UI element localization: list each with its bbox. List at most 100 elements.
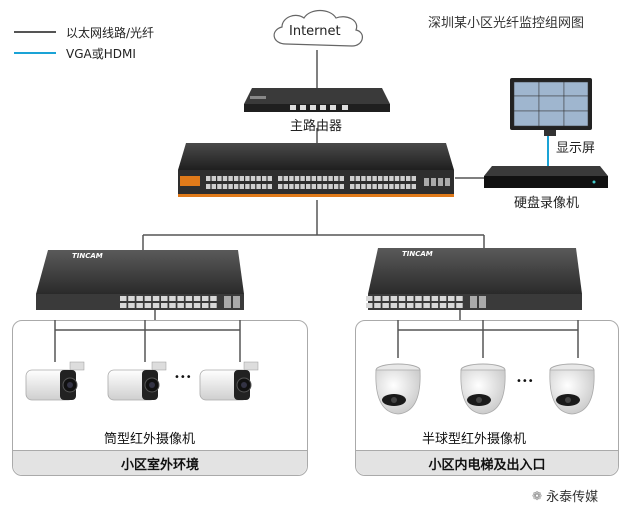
dome-camera-label: 半球型红外摄像机 — [422, 432, 527, 447]
internet-label: Internet — [289, 24, 341, 39]
switch-port — [152, 296, 160, 301]
switch-port — [144, 303, 152, 308]
core-switch-port — [328, 184, 333, 189]
switch-port — [210, 303, 217, 308]
switch-port — [120, 296, 127, 301]
core-switch-port — [267, 176, 272, 181]
core-switch-port — [234, 184, 239, 189]
switch-port — [136, 303, 143, 308]
switch-port — [128, 296, 135, 301]
switch-port — [423, 303, 430, 308]
outdoor-panel-footer: 小区室外环境 — [13, 450, 307, 475]
switch-port — [456, 296, 463, 301]
switch-port — [415, 296, 422, 301]
legend-vga-label: VGA或HDMI — [66, 46, 136, 61]
legend-vga: VGA或HDMI — [14, 44, 136, 62]
ethernet-swatch — [14, 31, 56, 33]
switch-port — [193, 296, 201, 301]
switch-port — [448, 303, 455, 308]
switch-port — [120, 303, 127, 308]
switch-port — [382, 303, 389, 308]
core-switch-port — [283, 176, 288, 181]
core-switch-port — [322, 176, 328, 181]
wechat-icon: ❁ — [532, 488, 543, 503]
internet-cloud-icon — [273, 9, 363, 47]
core-switch-port — [366, 184, 372, 189]
core-switch-port — [239, 176, 244, 181]
switch-uplink — [233, 296, 240, 308]
core-switch-port — [278, 176, 283, 181]
switch-port — [128, 303, 135, 308]
core-switch-port — [278, 184, 283, 189]
switch-port — [439, 303, 447, 308]
dome-camera-icon — [460, 363, 506, 415]
core-switch-uplink — [424, 178, 429, 186]
switch-port — [439, 296, 447, 301]
core-switch-port — [234, 176, 239, 181]
core-switch-port — [383, 184, 388, 189]
switch-port — [382, 296, 389, 301]
switch-port — [185, 303, 193, 308]
core-switch-port — [372, 184, 377, 189]
switch-port — [161, 303, 168, 308]
switch-port — [161, 296, 168, 301]
core-switch-port — [389, 184, 394, 189]
display-monitor-icon — [510, 78, 592, 136]
core-switch-port — [283, 184, 288, 189]
core-switch-port — [311, 184, 316, 189]
core-switch-port — [206, 184, 211, 189]
core-switch-port — [350, 184, 355, 189]
core-switch-port — [262, 184, 267, 189]
core-switch-port — [250, 176, 256, 181]
switch-port — [144, 296, 152, 301]
switch-port — [423, 296, 430, 301]
switch-port — [390, 296, 398, 301]
switch-uplink — [479, 296, 486, 308]
switch-port — [136, 296, 143, 301]
switch-port — [390, 303, 398, 308]
core-switch-port — [350, 176, 355, 181]
core-switch-port — [317, 184, 322, 189]
bullet-camera-label: 筒型红外摄像机 — [104, 432, 196, 447]
switch-port — [185, 296, 193, 301]
switch-port — [210, 296, 217, 301]
switch-port — [169, 303, 176, 308]
bullet-camera-icon — [199, 361, 259, 401]
dome-camera-icon — [549, 363, 595, 415]
switch-port — [448, 296, 455, 301]
core-switch-port — [411, 184, 416, 189]
core-switch-port — [355, 176, 360, 181]
core-switch-port — [289, 184, 294, 189]
core-switch-port — [267, 184, 272, 189]
core-switch-port — [361, 184, 366, 189]
core-switch-port — [311, 176, 316, 181]
dome-camera-icon — [375, 363, 421, 415]
core-switch-port — [222, 184, 228, 189]
switch-port — [431, 296, 439, 301]
switch-port — [374, 296, 381, 301]
diagram-title: 深圳某小区光纤监控组网图 — [428, 16, 585, 31]
core-switch-port — [355, 184, 360, 189]
switch-port — [177, 303, 184, 308]
switch-port — [398, 296, 406, 301]
switch-port — [407, 303, 414, 308]
bullet-ellipsis: ••• — [174, 372, 192, 383]
core-switch-port — [394, 184, 400, 189]
core-switch-port — [217, 176, 222, 181]
core-switch-port — [334, 176, 339, 181]
core-switch-port — [239, 184, 244, 189]
legend-ethernet: 以太网线路/光纤 — [14, 23, 154, 41]
switch-port — [152, 303, 160, 308]
switch-port — [366, 296, 373, 301]
switch-port — [374, 303, 381, 308]
core-switch-uplink — [445, 178, 450, 186]
core-switch-port — [372, 176, 377, 181]
core-switch-port — [361, 176, 366, 181]
core-switch-port — [206, 176, 211, 181]
switch-port — [398, 303, 406, 308]
router-label: 主路由器 — [290, 119, 343, 134]
switch-uplink — [224, 296, 231, 308]
core-switch-port — [400, 184, 405, 189]
core-switch-port — [322, 184, 328, 189]
